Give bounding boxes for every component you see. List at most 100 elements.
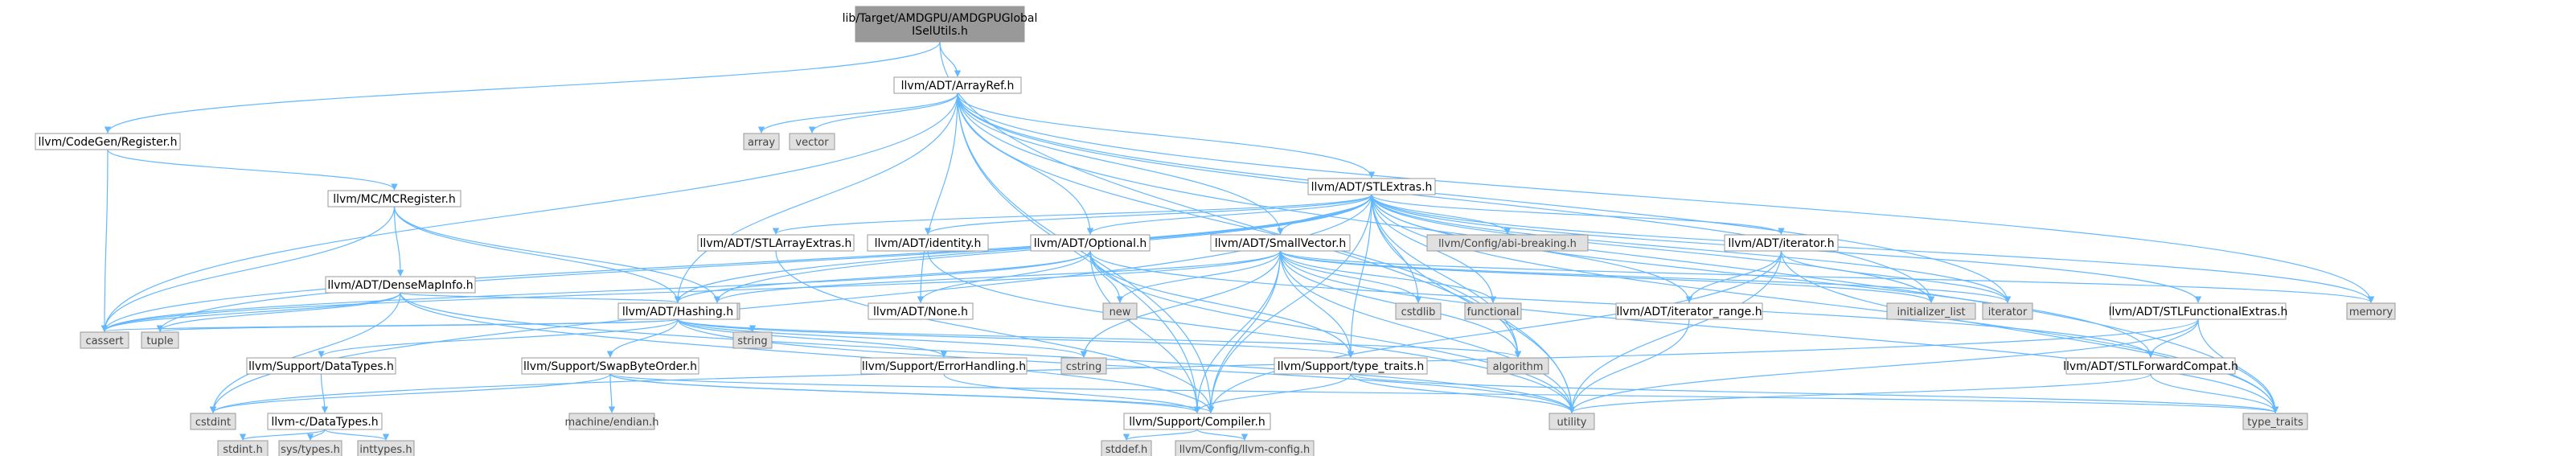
- edge-arrayref-cstddef: [957, 92, 1215, 413]
- node-box-memory: [2346, 302, 2396, 320]
- edge-iteratorh-iterrange: [1685, 250, 1782, 303]
- edge-densemapinfo-cstdint: [209, 292, 401, 413]
- node-box-errorhandling: [860, 357, 1028, 375]
- node-label-memory: memory: [2349, 306, 2393, 318]
- node-arrayref[interactable]: llvm/ADT/ArrayRef.h: [893, 76, 1022, 94]
- edge-smallvector-typetraitsh: [1279, 250, 1355, 358]
- node-box-stlarrayextras: [697, 234, 855, 252]
- node-stlfunctional[interactable]: llvm/ADT/STLFunctionalExtras.h: [2109, 302, 2288, 320]
- node-box-densemapinfo: [325, 276, 476, 294]
- edge-datatypes-cdatatypes: [320, 373, 329, 413]
- node-typetraitsh[interactable]: llvm/Support/type_traits.h: [1274, 357, 1428, 375]
- edge-mcregister-limits: [393, 206, 721, 303]
- node-mcregister[interactable]: llvm/MC/MCRegister.h: [327, 190, 461, 207]
- edge-arrayref-optional: [957, 92, 1094, 235]
- node-label-compiler: llvm/Support/Compiler.h: [1129, 416, 1265, 429]
- node-label-tuple: tuple: [146, 335, 173, 347]
- node-label-array: array: [748, 137, 775, 149]
- node-cstdint: cstdint: [190, 413, 236, 430]
- node-label-algorithm: algorithm: [1493, 361, 1544, 373]
- node-box-cstdint: [190, 413, 236, 430]
- edge-cdatatypes-systypes: [306, 429, 326, 441]
- edges-layer: [100, 41, 2375, 441]
- node-stddefh: stddef.h: [1101, 440, 1152, 456]
- node-label-stlextras: llvm/ADT/STLExtras.h: [1311, 181, 1433, 194]
- node-datatypes[interactable]: llvm/Support/DataTypes.h: [246, 357, 396, 375]
- node-iteratorh[interactable]: llvm/ADT/iterator.h: [1724, 234, 1839, 252]
- edge-stlextras-stlforward: [1371, 194, 2155, 358]
- edge-optional-typetraitsh: [1089, 250, 1355, 358]
- node-swapbyte[interactable]: llvm/Support/SwapByteOrder.h: [521, 357, 699, 375]
- node-smallvector[interactable]: llvm/ADT/SmallVector.h: [1210, 234, 1351, 252]
- node-box-mcregister: [327, 190, 461, 207]
- node-label-stlfunctional: llvm/ADT/STLFunctionalExtras.h: [2109, 306, 2288, 318]
- edge-register-mcregister: [107, 149, 398, 191]
- node-tuple: tuple: [141, 331, 179, 349]
- node-label-densemapinfo: llvm/ADT/DenseMapInfo.h: [327, 279, 473, 292]
- edge-stlextras-hashing: [674, 194, 1372, 303]
- node-label-typetraits: type_traits: [2247, 417, 2303, 429]
- edge-densemapinfo-utility: [400, 292, 1576, 413]
- edge-arrayref-stlextras: [957, 92, 1376, 179]
- node-densemapinfo[interactable]: llvm/ADT/DenseMapInfo.h: [325, 276, 476, 294]
- node-label-stlarrayextras: llvm/ADT/STLArrayExtras.h: [700, 237, 852, 250]
- edge-mcregister-cassert: [100, 206, 396, 332]
- node-identity[interactable]: llvm/ADT/identity.h: [867, 234, 989, 252]
- node-box-string: [732, 331, 773, 349]
- edge-compiler-llvmconfig: [1196, 429, 1249, 441]
- node-register[interactable]: llvm/CodeGen/Register.h: [35, 133, 181, 150]
- node-abibreaking: llvm/Config/abi-breaking.h: [1426, 234, 1589, 252]
- node-initlist: initializer_list: [1886, 302, 1976, 320]
- node-errorhandling[interactable]: llvm/Support/ErrorHandling.h: [860, 357, 1028, 375]
- edge-arrayref-iterator: [957, 92, 2012, 303]
- node-label-initlist: initializer_list: [1897, 306, 1965, 318]
- node-stdinth: stdint.h: [217, 440, 269, 456]
- edge-stlextras-identity: [924, 194, 1372, 235]
- node-box-new: [1102, 302, 1138, 320]
- node-cstring: cstring: [1060, 357, 1107, 375]
- edge-stlarrayextras-cstddef: [775, 250, 1215, 413]
- node-box-inttypes: [357, 440, 415, 456]
- node-label-stdinth: stdint.h: [223, 444, 262, 456]
- node-cdatatypes[interactable]: llvm-c/DataTypes.h: [267, 413, 383, 430]
- node-stlextras[interactable]: llvm/ADT/STLExtras.h: [1307, 178, 1436, 195]
- node-box-identity: [867, 234, 989, 252]
- node-label-vector: vector: [795, 137, 829, 149]
- edge-arrayref-vector: [808, 92, 958, 134]
- node-compiler[interactable]: llvm/Support/Compiler.h: [1123, 413, 1271, 430]
- node-stlarrayextras[interactable]: llvm/ADT/STLArrayExtras.h: [697, 234, 855, 252]
- edge-stlextras-iteratorh: [1371, 194, 1785, 235]
- edge-hashing-cstring: [677, 318, 1088, 358]
- edge-stlextras-initlist: [1371, 194, 1935, 303]
- node-box-machineendian: [568, 413, 655, 430]
- node-label-swapbyte: llvm/Support/SwapByteOrder.h: [523, 360, 697, 373]
- edge-stlextras-iterator: [1371, 194, 2012, 303]
- node-box-typetraitsh: [1274, 357, 1428, 375]
- edge-compiler-stddefh: [1122, 429, 1198, 441]
- node-label-arrayref: llvm/ADT/ArrayRef.h: [901, 80, 1015, 92]
- edge-iterrange-utility: [1568, 318, 1690, 413]
- edge-arrayref-noneh: [917, 92, 958, 303]
- node-noneh[interactable]: llvm/ADT/None.h: [868, 302, 974, 320]
- node-label-llvmconfig: llvm/Config/llvm-config.h: [1179, 444, 1310, 456]
- node-hashing[interactable]: llvm/ADT/Hashing.h: [617, 302, 738, 320]
- node-optional[interactable]: llvm/ADT/Optional.h: [1030, 234, 1151, 252]
- node-stlforward[interactable]: llvm/ADT/STLForwardCompat.h: [2063, 357, 2238, 375]
- node-box-arrayref: [893, 76, 1022, 94]
- edge-swapbyte-cstddef: [609, 373, 1214, 413]
- edge-stlextras-memory: [1371, 194, 2375, 303]
- edge-typetraitsh-compiler: [1193, 373, 1352, 413]
- node-iterrange[interactable]: llvm/ADT/iterator_range.h: [1615, 302, 1763, 320]
- edge-smallvector-iterator: [1279, 250, 2011, 303]
- edge-errorhandling-compiler: [943, 373, 1201, 413]
- node-root[interactable]: lib/Target/AMDGPU/AMDGPUGlobalISelUtils.…: [843, 6, 1038, 43]
- node-box-array: [743, 133, 780, 150]
- node-label-functional: functional: [1467, 306, 1520, 318]
- node-cassert: cassert: [80, 331, 129, 349]
- node-box-systypes: [278, 440, 343, 456]
- node-box-initlist: [1886, 302, 1976, 320]
- node-box-functional: [1464, 302, 1522, 320]
- edge-optional-compiler: [1089, 250, 1201, 413]
- node-box-stlfunctional: [2110, 302, 2287, 320]
